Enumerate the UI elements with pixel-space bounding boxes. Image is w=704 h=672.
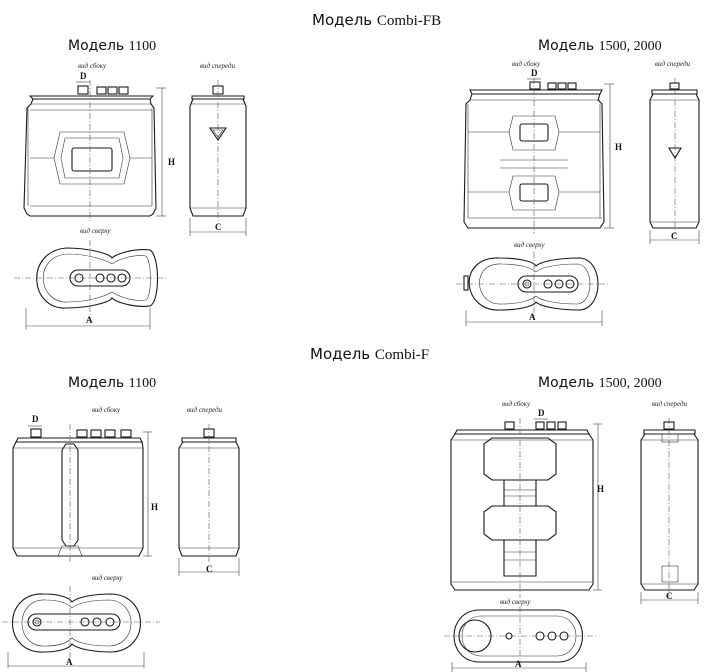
f-small-dim-a: A xyxy=(66,657,73,667)
label-f-model-1100: Модель 1100 xyxy=(68,375,157,391)
fb-small-front-view: вид спереди C xyxy=(189,62,247,236)
fb-large-dim-h: H xyxy=(615,142,622,152)
f-small-side-caption: вид сбоку xyxy=(92,406,121,414)
f-large-front-view: вид спереди C xyxy=(640,400,699,604)
title-combi-f: Модель Combi-F xyxy=(310,345,430,363)
f-small-dim-d: D xyxy=(32,414,39,424)
fb-small-dim-h: H xyxy=(168,157,175,167)
f-small-top-caption: вид сверху xyxy=(92,574,124,582)
fb-large-dim-a: A xyxy=(529,312,536,322)
fb-small-dim-a: A xyxy=(86,315,93,325)
fb-large-front-view: вид спереди C xyxy=(649,60,700,244)
fb-small-top-caption: вид сверху xyxy=(80,227,112,235)
f-large-dim-h: H xyxy=(597,484,604,494)
fb-large-side-caption: вид сбоку xyxy=(512,60,541,68)
fb-small-dim-d: D xyxy=(80,71,87,81)
fb-small-side-caption: вид сбоку xyxy=(78,62,107,70)
fb-large-top-view: вид сверху A xyxy=(456,241,610,326)
label-fb-model-1500-2000: Модель 1500, 2000 xyxy=(538,38,662,54)
f-small-top-view: вид сверху A xyxy=(2,574,160,668)
f-large-dim-a: A xyxy=(515,659,522,669)
label-f-model-1500-2000: Модель 1500, 2000 xyxy=(538,375,662,391)
f-small-dim-c: C xyxy=(206,564,213,574)
fb-large-front-caption: вид спереди xyxy=(655,60,691,68)
fb-small-top-view: вид сверху A xyxy=(14,227,168,330)
f-small-side-view: вид сбоку D H xyxy=(12,406,158,564)
fb-small-dim-c: C xyxy=(215,222,222,232)
title-combi-fb: Модель Combi-FB xyxy=(312,11,442,29)
label-fb-model-1100: Модель 1100 xyxy=(68,38,157,54)
f-small-front-caption: вид спереди xyxy=(187,406,223,414)
f-small-front-view: вид спереди C xyxy=(178,406,240,576)
f-large-top-view: вид сверху A xyxy=(444,598,598,672)
f-large-front-caption: вид спереди xyxy=(652,400,688,408)
fb-large-dim-d: D xyxy=(531,68,538,78)
fb-small-front-caption: вид спереди xyxy=(200,62,236,70)
f-large-side-caption: вид сбоку xyxy=(502,400,531,408)
f-large-dim-c: C xyxy=(666,591,673,601)
fb-large-side-view: вид сбоку D xyxy=(463,60,622,234)
f-large-top-caption: вид сверху xyxy=(500,598,532,606)
f-small-dim-h: H xyxy=(151,502,158,512)
f-large-side-view: вид сбоку D H xyxy=(450,400,604,598)
fb-large-dim-c: C xyxy=(671,231,678,241)
f-large-dim-d: D xyxy=(538,408,545,418)
fb-small-side-view: вид сбоку D xyxy=(23,62,175,222)
fb-large-top-caption: вид сверху xyxy=(514,241,546,249)
